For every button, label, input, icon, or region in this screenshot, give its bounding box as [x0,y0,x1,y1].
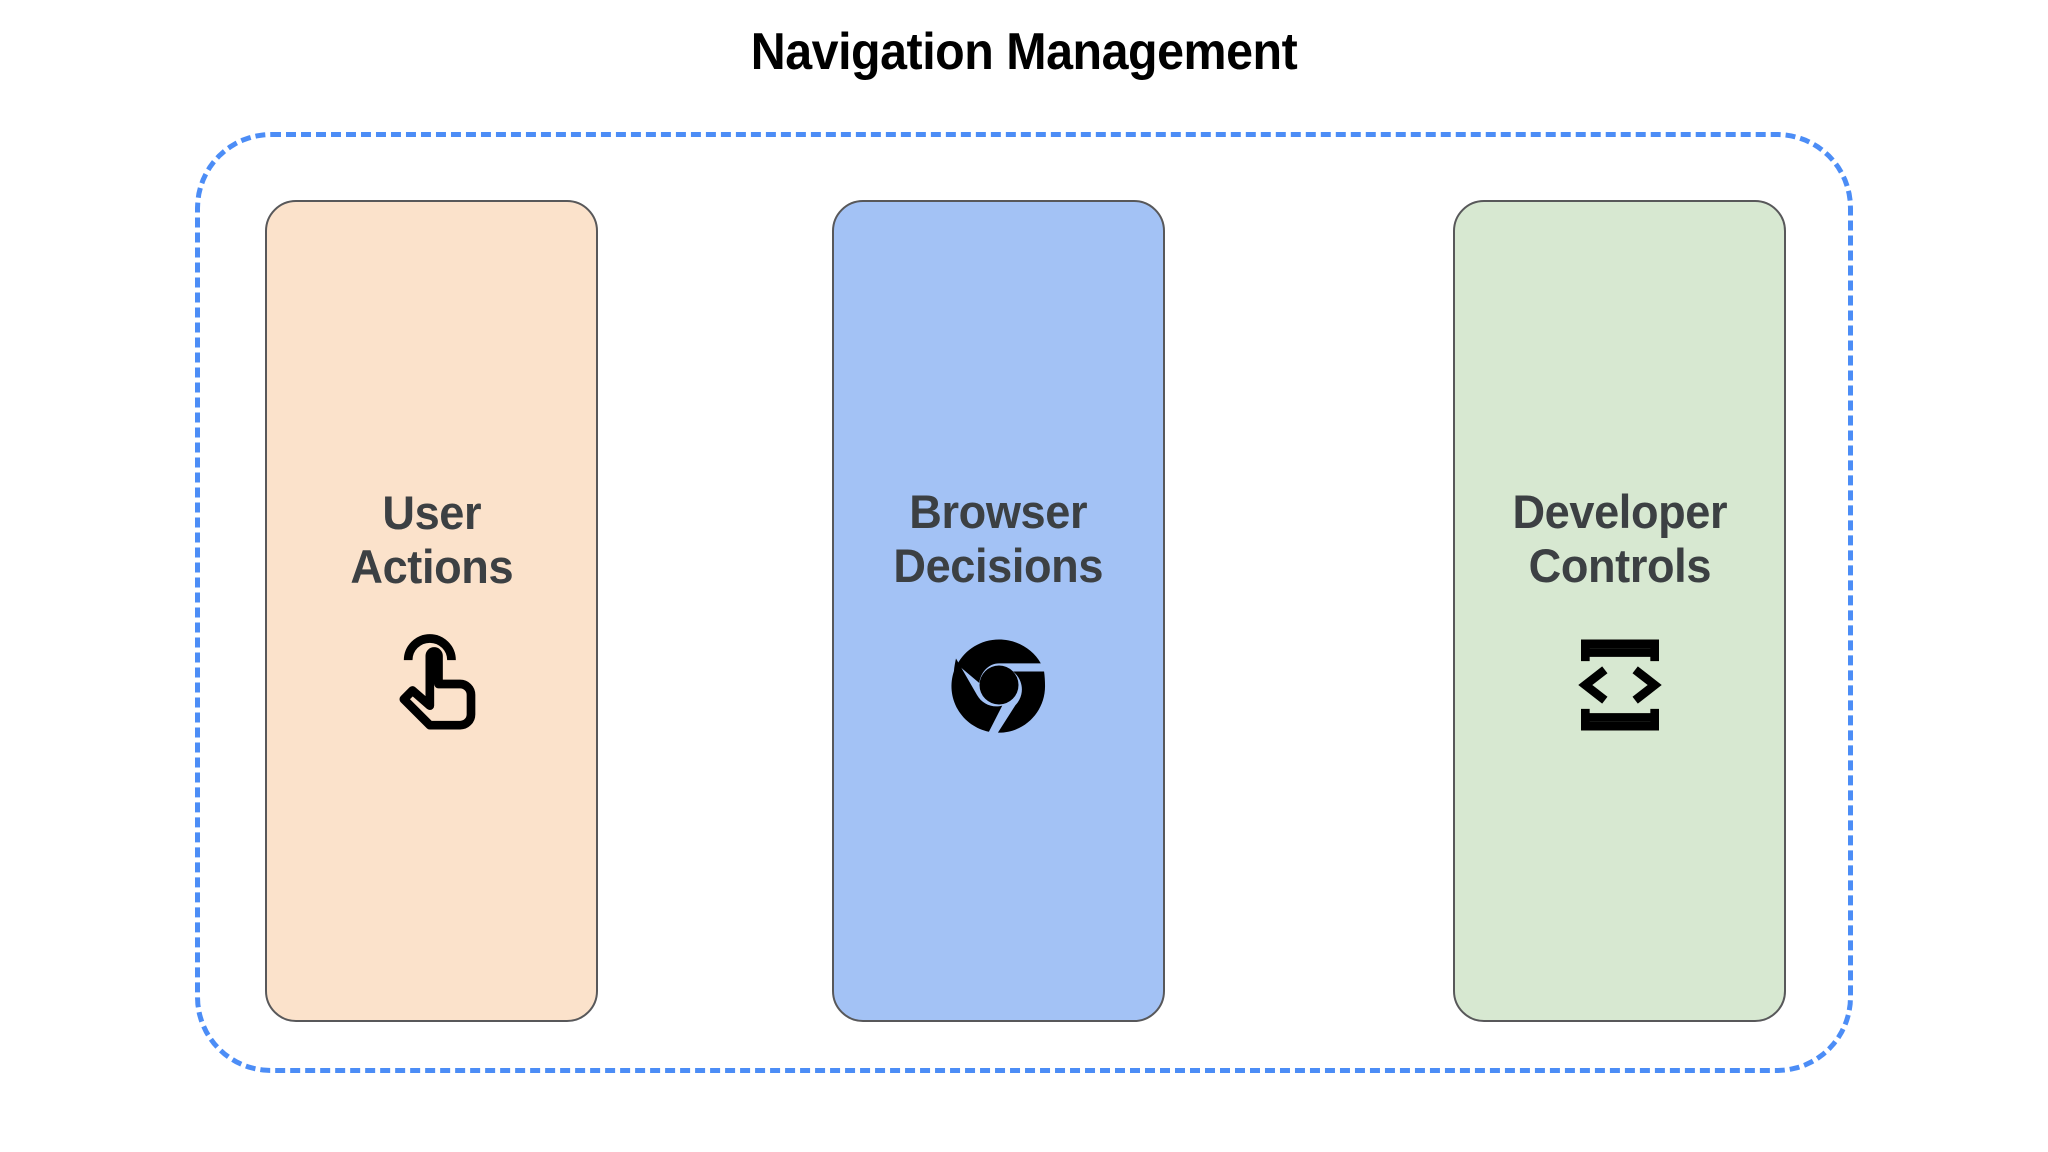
page-title: Navigation Management [750,23,1298,81]
card-browser-decisions-label: Browser Decisions [893,484,1104,592]
developer-mode-code-icon [1568,633,1672,737]
cards-row: User Actions Browser Decisions [265,200,1786,1022]
card-user-actions[interactable]: User Actions [265,200,598,1022]
card-browser-decisions[interactable]: Browser Decisions [832,200,1165,1022]
card-developer-controls-label: Developer Controls [1512,484,1727,592]
touch-tap-gesture-icon [380,632,484,736]
card-user-actions-label: User Actions [350,485,513,593]
group-boundary [195,132,1853,1073]
chrome-logo-icon [947,633,1051,737]
card-developer-controls[interactable]: Developer Controls [1453,200,1786,1022]
